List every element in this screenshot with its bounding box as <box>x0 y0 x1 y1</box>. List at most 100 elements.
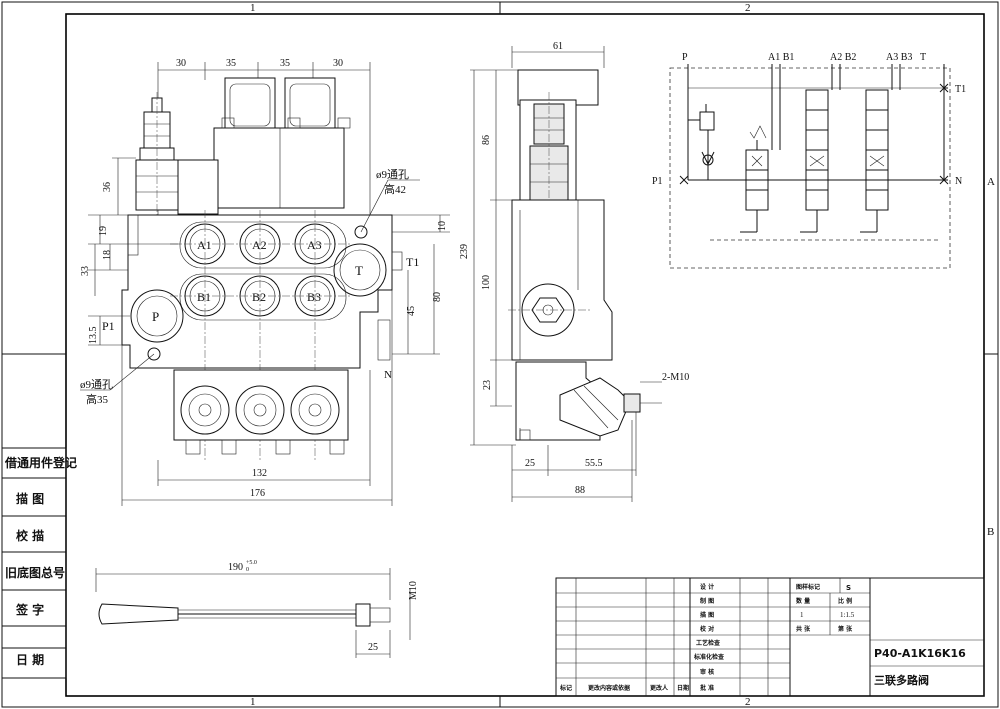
dim-45: 45 <box>406 306 417 316</box>
dim-19: 19 <box>98 226 109 236</box>
tb-col-change: 更改内容或依据 <box>588 684 630 692</box>
dim-36: 36 <box>102 182 113 192</box>
tb-row-draft: 制 图 <box>700 597 714 605</box>
dim-239: 239 <box>459 244 470 259</box>
dim-30-right: 30 <box>333 58 343 69</box>
left-registration-table: 借通用件登记 描 图 校 描 旧底图总号 签 字 日 期 <box>1 447 77 679</box>
schem-label-t: T <box>920 52 926 63</box>
handle-dim-tol-upper: +5.0 <box>246 560 257 566</box>
tb-sheets-total: 共 张 <box>796 625 811 633</box>
dim-23: 23 <box>482 380 493 390</box>
dim-10: 10 <box>437 221 448 231</box>
zone-label-right-b: B <box>987 526 994 538</box>
schem-spool-1 <box>740 64 781 233</box>
handle-view: 190 +5.0 0 M10 25 <box>95 560 419 658</box>
side-view: 61 2-M10 86 <box>459 41 689 502</box>
hole-note-top-height: 高42 <box>384 182 406 196</box>
handle-dim-25: 25 <box>368 642 378 653</box>
tb-row-approve: 批 准 <box>700 684 714 692</box>
dim-18: 18 <box>102 250 113 260</box>
dim-35-right: 35 <box>280 58 290 69</box>
dim-100: 100 <box>481 275 492 290</box>
port-label-b1: B1 <box>197 290 211 304</box>
zone-label-bottom-1: 1 <box>250 696 256 708</box>
zone-label-right-a: A <box>987 176 995 188</box>
hydraulic-schematic: P A1 B1 A2 B2 A3 B3 T T1 P1 N <box>652 52 966 269</box>
tb-part-number: P40-A1K16K16 <box>874 647 966 660</box>
schem-label-t1: T1 <box>955 84 966 95</box>
schem-label-n: N <box>955 176 962 187</box>
schem-label-a2b2: A2 B2 <box>830 52 856 63</box>
zone-label-top-1: 1 <box>250 2 256 14</box>
tb-sheet-number: 第 张 <box>837 625 853 633</box>
tb-col-date: 日期 <box>677 684 689 692</box>
side-body <box>511 199 613 361</box>
dim-30-left: 30 <box>176 58 186 69</box>
left-table-row-3: 校 描 <box>16 528 44 543</box>
port-label-a2: A2 <box>252 238 267 252</box>
title-block-rows <box>556 592 790 679</box>
dim-35-left: 35 <box>226 58 236 69</box>
dim-33: 33 <box>80 266 91 276</box>
label-n-front: N <box>384 369 392 381</box>
port-label-a1: A1 <box>197 238 212 252</box>
mount-hole-bottom <box>147 347 161 361</box>
dim-88: 88 <box>575 485 585 496</box>
tb-quantity-label: 数 量 <box>796 597 810 605</box>
left-table-row-4: 旧底图总号 <box>5 565 65 580</box>
schem-label-a3b3: A3 B3 <box>886 52 912 63</box>
hole-note-bottom-height: 高35 <box>86 392 108 406</box>
left-table-row-5: 签 字 <box>15 602 44 617</box>
front-view: 30 35 35 30 36 <box>80 58 450 506</box>
title-block: 设 计 制 图 描 图 校 对 工艺检查 标准化检查 审 核 批 准 标记 更改… <box>555 577 985 697</box>
schem-spool-3 <box>860 64 901 233</box>
port-label-t: T <box>355 263 363 278</box>
dim-55-5: 55.5 <box>585 458 603 469</box>
schem-label-a1b1: A1 B1 <box>768 52 794 63</box>
tb-quantity-value: 1 <box>800 611 804 619</box>
dim-86: 86 <box>481 135 492 145</box>
dim-176: 176 <box>250 488 265 499</box>
port-label-b3: B3 <box>307 290 321 304</box>
tb-row-check: 校 对 <box>700 625 714 633</box>
spool-cap-1 <box>224 77 276 137</box>
port-label-a3: A3 <box>307 238 322 252</box>
dim-13-5: 13.5 <box>88 327 99 345</box>
left-table-row-1: 借通用件登记 <box>4 455 77 470</box>
side-lever-boot <box>559 377 631 437</box>
dim-132: 132 <box>252 468 267 479</box>
hole-note-bottom: ø9通孔 <box>80 378 113 391</box>
tb-row-review: 审 核 <box>700 668 714 676</box>
tb-col-mark: 标记 <box>559 684 572 692</box>
tb-part-name: 三联多路阀 <box>874 673 929 687</box>
dim-80: 80 <box>432 292 443 302</box>
tb-row-trace: 描 图 <box>700 611 714 619</box>
port-label-b2: B2 <box>252 290 266 304</box>
dim-25-side: 25 <box>525 458 535 469</box>
handle-dim-tol-lower: 0 <box>246 567 249 573</box>
tb-col-person: 更改人 <box>650 684 669 692</box>
schem-label-p: P <box>682 52 688 63</box>
tb-ratio-label: 比 例 <box>838 597 852 605</box>
tb-drawing-mark-value: S <box>846 584 851 592</box>
handle-grip <box>98 603 179 625</box>
tb-row-design: 设 计 <box>700 583 714 591</box>
handle-dim-190: 190 <box>228 562 243 573</box>
label-t1-front: T1 <box>406 255 419 269</box>
left-table-row-2: 描 图 <box>16 491 44 506</box>
schem-label-p1: P1 <box>652 176 663 187</box>
tb-row-process: 工艺检查 <box>696 639 720 647</box>
thread-note-2-m10: 2-M10 <box>662 372 689 383</box>
tb-row-standard: 标准化检查 <box>693 653 724 661</box>
port-p: P <box>130 289 184 343</box>
handle-thread: M10 <box>408 581 419 600</box>
label-p1-front: P1 <box>102 319 115 333</box>
dim-61: 61 <box>553 41 563 52</box>
mount-hole-top <box>354 225 368 239</box>
left-table-row-6: 日 期 <box>16 652 44 667</box>
bottom-spool-caps <box>173 369 349 455</box>
top-housing <box>213 127 345 209</box>
port-t: T <box>333 243 387 297</box>
